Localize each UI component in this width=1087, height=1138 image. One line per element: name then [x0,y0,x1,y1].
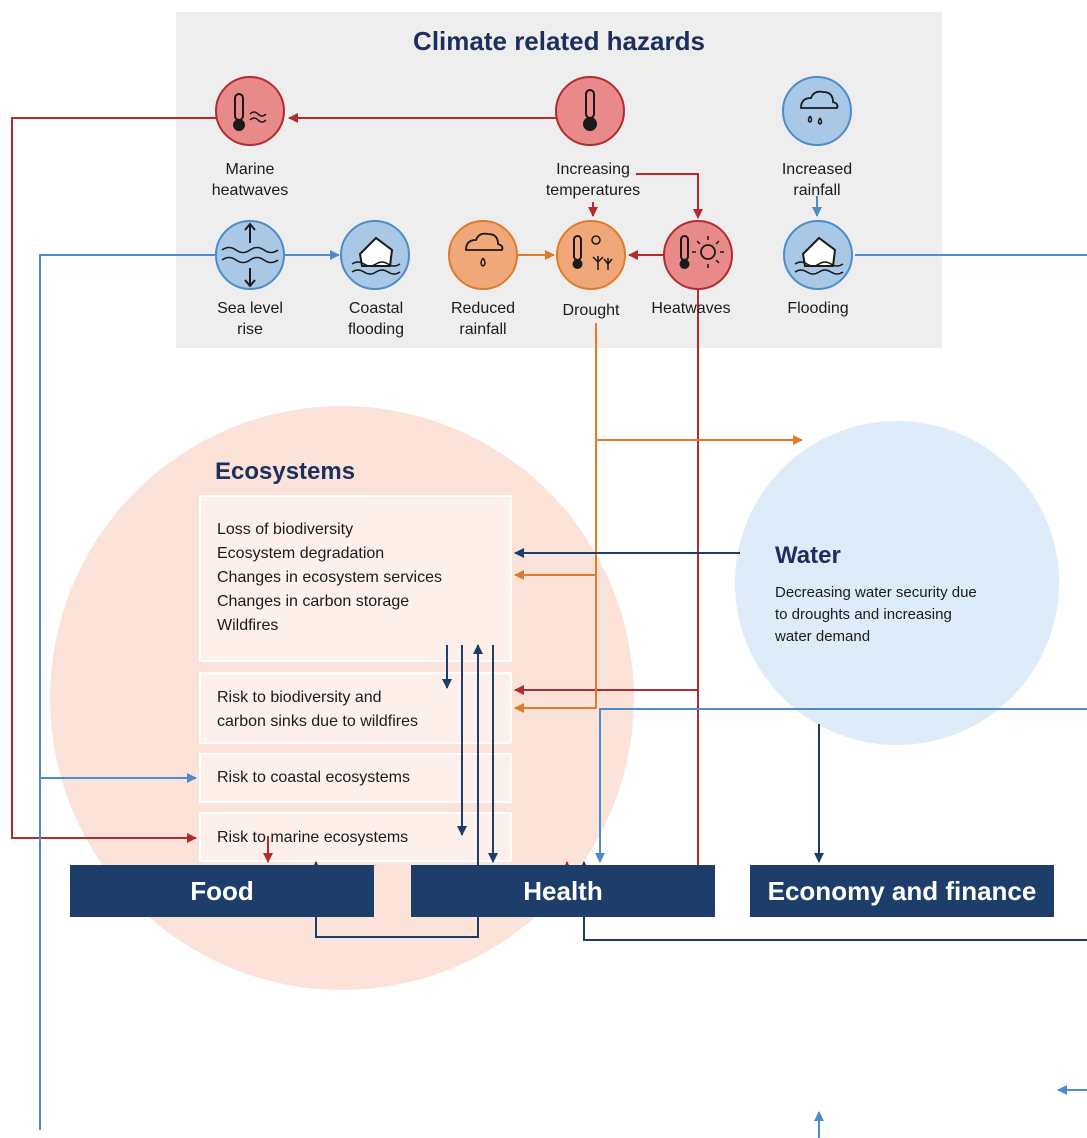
thermometer-sun-icon [663,220,733,290]
hazards-title: Climate related hazards [413,26,705,56]
coastal-risk-box [199,753,512,803]
hazard-panel [176,12,942,348]
coastal-risk-label: Risk to coastal ecosystems [217,769,410,786]
thermometer-waves-icon [215,76,285,146]
wildfire-risk-line: Risk to biodiversity and [217,689,382,706]
marine-risk-box [199,812,512,862]
sea-level-icon [215,220,285,290]
impact-item: Changes in ecosystem services [217,569,442,586]
flooded-house-icon [783,220,853,290]
water-description-line: water demand [775,628,871,645]
hazard-label-drought: Drought [562,302,620,319]
water-description-line: to droughts and increasing [775,606,952,623]
water-description-line: Decreasing water security due [775,584,977,601]
impact-item: Changes in carbon storage [217,593,410,610]
marine-heatwaves-to-marine-risk [11,117,216,843]
wildfire-risk-box [199,672,512,744]
impacts-box [199,495,512,662]
wildfire-risk-line: carbon sinks due to wildfires [217,713,418,730]
impact-item: Wildfires [217,617,279,634]
ecosystems-title: Ecosystems [215,458,356,485]
water-circle [735,421,1059,745]
sector-health: Health [411,865,715,917]
sector-economy: Economy and finance [750,865,1054,917]
thermometer-icon [555,76,625,146]
water-description: Decreasing water security due to drought… [775,582,977,648]
drought-to-wildfire-risk [514,575,597,713]
water-title: Water [775,542,841,569]
temperature-to-heatwaves [636,173,703,219]
hazard-label-flooding: Flooding [787,300,849,317]
sea-level-rise-line [39,254,216,1130]
sector-food: Food [70,865,374,917]
impact-item: Ecosystem degradation [217,545,385,562]
cloud-rain-icon [782,76,852,146]
flooding-to-health [595,708,1087,863]
impacts-list: Loss of biodiversity Ecosystem degradati… [217,518,442,638]
impact-item: Loss of biodiversity [217,521,354,538]
marine-risk-label: Risk to marine ecosystems [217,829,409,846]
hazard-label-heatwaves: Heatwaves [651,300,731,317]
cloud-drop-icon [448,220,518,290]
drought-icon [556,220,626,290]
flooded-house-icon [340,220,410,290]
wildfire-risk-label: Risk to biodiversity and carbon sinks du… [217,686,418,734]
